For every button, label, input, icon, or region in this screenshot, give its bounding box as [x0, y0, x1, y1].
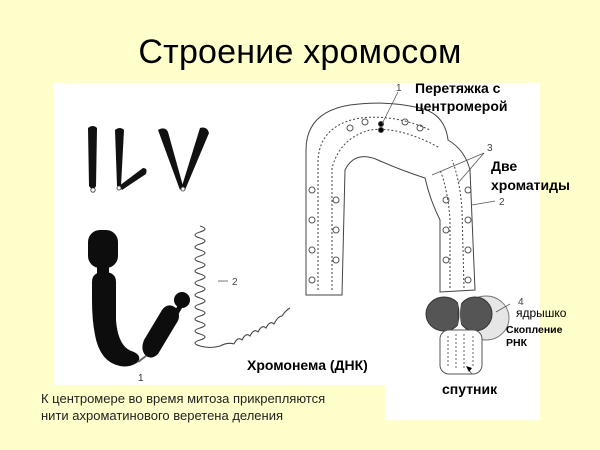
label-nucleolus: ядрышко — [516, 306, 567, 320]
label-centromere-line2: центромерой — [415, 98, 508, 114]
chromonema-coil — [194, 225, 291, 349]
label-centromere-line1: Перетяжка с — [415, 80, 501, 96]
label-satellite: спутник — [442, 381, 498, 397]
caption-line1: К центромере во время митоза прикрепляют… — [41, 391, 326, 406]
callout-number-3: 3 — [487, 143, 493, 154]
detailed-chromosome — [305, 102, 510, 375]
label-rna-line1: Скопление — [506, 324, 563, 336]
label-chromonema: Хромонема (ДНК) — [247, 357, 368, 373]
callout-number-1-left: 1 — [138, 373, 144, 384]
callout-number-1: 1 — [396, 83, 402, 94]
slide-title: Строение хромосом — [138, 33, 462, 71]
label-centromere: Перетяжка с центромерой — [415, 79, 507, 115]
label-rna: Скопление РНК — [506, 324, 562, 350]
label-chromatids-line2: хроматиды — [491, 177, 570, 193]
label-chromatids: Две хроматиды — [491, 157, 570, 195]
caption-line2: нити ахроматинового веретена деления — [41, 408, 284, 423]
chromosome-shapes-i-l-v — [88, 126, 209, 193]
label-chromatids-line1: Две — [491, 158, 518, 174]
satellite-arrow — [466, 366, 472, 372]
callout-number-2-left: 2 — [232, 277, 238, 288]
label-rna-line2: РНК — [506, 337, 527, 349]
caption: К центромере во время митоза прикрепляют… — [41, 390, 325, 424]
callout-number-4: 4 — [518, 297, 524, 308]
callout-number-2-right: 2 — [499, 197, 505, 208]
diagram-panel-extension — [385, 380, 540, 420]
metaphase-chromosome — [88, 230, 190, 367]
